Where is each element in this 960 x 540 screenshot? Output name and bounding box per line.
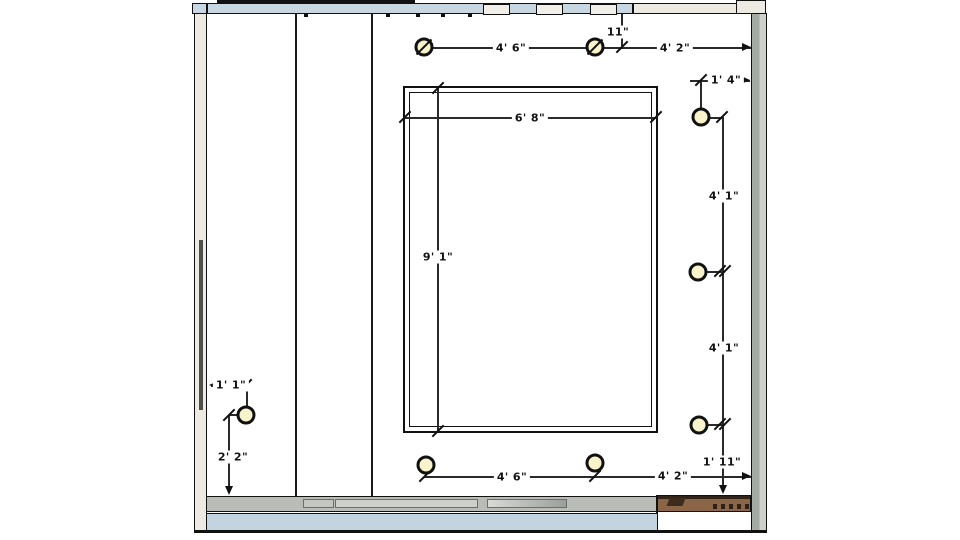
window-tab: [483, 4, 510, 15]
wood-vent-tooth: [713, 504, 717, 509]
dim-arrow-right: [742, 472, 751, 480]
light-fixture: [585, 453, 605, 473]
light-fixture: [688, 262, 708, 282]
dim-arrow-down: [225, 486, 233, 495]
top-right-wall-box: [736, 0, 766, 14]
baseboard-segment: [303, 499, 334, 508]
dim-leader-1ft1: [246, 385, 248, 406]
light-fixture: [691, 107, 711, 127]
dim-leader-1ft4: [700, 80, 702, 108]
interior-wall-left: [295, 14, 297, 496]
wood-vent-tooth: [729, 504, 733, 509]
dim-label-11: 11": [603, 25, 633, 39]
dim-connector: [229, 414, 239, 416]
window-tab: [590, 4, 617, 15]
dim-label-1ft4: 1' 4": [707, 73, 745, 87]
dim-arrow-right: [741, 76, 750, 84]
dim-label-6ft8: 6' 8": [511, 111, 549, 125]
dim-connector: [708, 424, 723, 426]
dim-arrow-down: [719, 485, 727, 494]
dim-connector: [709, 117, 723, 119]
top-wall-outer-edge: [217, 0, 415, 4]
top-wall-corner-divider: [206, 3, 208, 14]
bottom-border: [194, 530, 767, 533]
dim-label-4ft1-a: 4' 1": [705, 189, 743, 203]
wood-vent-tooth: [737, 504, 741, 509]
light-fixture: [236, 405, 256, 425]
light-fixture: [689, 415, 709, 435]
dim-label-4ft1-b: 4' 1": [705, 341, 743, 355]
tray-rect-inner: [409, 92, 652, 427]
window-tick: [386, 13, 390, 17]
baseboard-segment: [487, 499, 567, 508]
wood-shelf-knot: [666, 498, 686, 506]
interior-wall-right: [371, 14, 373, 496]
baseboard-segment: [335, 499, 478, 508]
left-wall-door-track: [199, 240, 203, 410]
tray-rect-outer: [403, 86, 658, 433]
wood-vent-tooth: [721, 504, 725, 509]
floor-strip: [207, 513, 657, 530]
dim-arrow-right: [742, 43, 751, 51]
dim-line-right-vert: [722, 117, 724, 492]
dim-line-bottom: [424, 476, 751, 478]
window-tab: [536, 4, 563, 15]
dim-label-1ft11: 1' 11": [699, 455, 745, 469]
window-tick: [416, 13, 420, 17]
dim-connector: [707, 271, 723, 273]
wood-shelf-divider: [656, 495, 658, 532]
dim-label-bot-42: 4' 2": [654, 469, 692, 483]
dim-label-1ft1: 1' 1": [212, 378, 250, 392]
dim-label-2ft2: 2' 2": [214, 450, 252, 464]
dim-label-bot-46: 4' 6": [493, 470, 531, 484]
window-tick: [441, 13, 445, 17]
dim-label-top-42: 4' 2": [656, 41, 694, 55]
right-wall: [751, 13, 767, 532]
dim-label-9ft1: 9' 1": [419, 250, 457, 264]
window-tick: [304, 13, 308, 17]
light-fixture: [416, 455, 436, 475]
top-wall-blue: [192, 3, 633, 14]
top-wall-light: [633, 3, 737, 14]
wood-vent-tooth: [745, 504, 749, 509]
dim-label-top-46: 4' 6": [492, 41, 530, 55]
window-tick: [468, 13, 472, 17]
